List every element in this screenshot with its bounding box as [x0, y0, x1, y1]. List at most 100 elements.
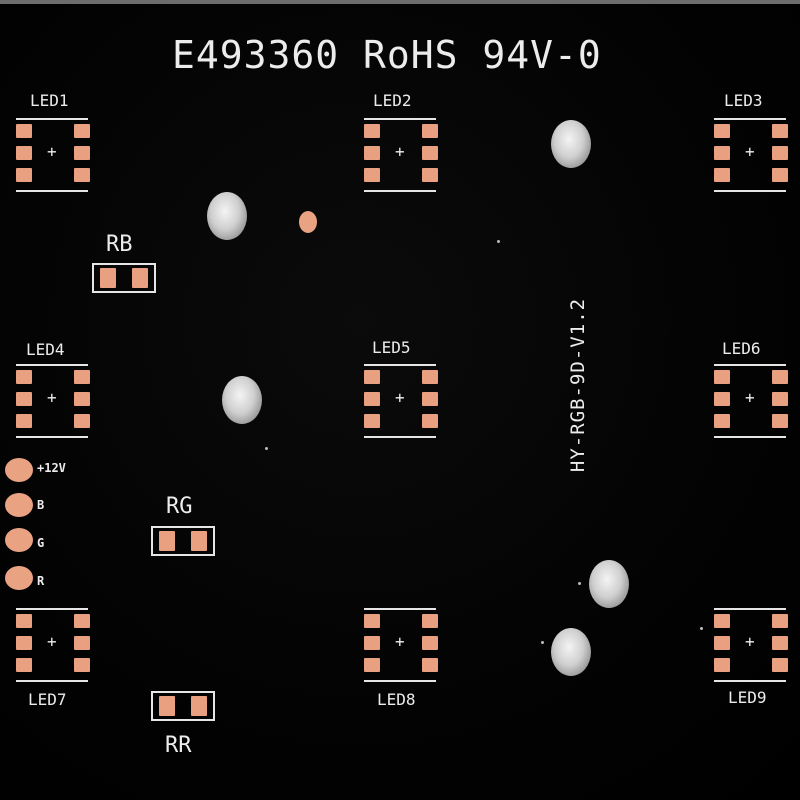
led-pad — [364, 168, 380, 182]
led-pad — [772, 392, 788, 406]
led-outline — [364, 608, 436, 682]
led-pad — [714, 146, 730, 160]
led-pad — [364, 146, 380, 160]
led-pad — [74, 392, 90, 406]
resistor-label: RR — [165, 733, 192, 758]
led-pad — [714, 614, 730, 628]
led-label: LED1 — [30, 91, 69, 110]
polarity-mark: + — [395, 388, 405, 407]
led-pad — [714, 658, 730, 672]
signal-pad-b — [5, 493, 33, 517]
led-pad — [772, 414, 788, 428]
polarity-mark: + — [395, 142, 405, 161]
led-pad — [422, 392, 438, 406]
led-pad — [74, 168, 90, 182]
led-pad — [772, 370, 788, 384]
led-footprint-6: + — [712, 364, 790, 438]
led-label: LED3 — [724, 91, 763, 110]
led-outline — [714, 364, 786, 438]
led-pad — [74, 658, 90, 672]
mounting-hole — [589, 560, 629, 608]
mounting-hole — [551, 120, 591, 168]
polarity-mark: + — [47, 142, 57, 161]
led-pad — [422, 614, 438, 628]
led-pad — [772, 614, 788, 628]
led-pad — [364, 636, 380, 650]
led-pad — [16, 658, 32, 672]
led-pad — [772, 168, 788, 182]
led-outline — [16, 608, 88, 682]
power-pad-label: +12V — [37, 461, 66, 475]
mounting-hole — [207, 192, 247, 240]
led-pad — [16, 614, 32, 628]
led-pad — [422, 658, 438, 672]
led-pad — [16, 370, 32, 384]
led-pad — [74, 636, 90, 650]
led-pad — [16, 392, 32, 406]
led-outline — [364, 118, 436, 192]
resistor-label: RG — [166, 494, 193, 519]
surface-dot — [497, 240, 500, 243]
mounting-hole — [551, 628, 591, 676]
led-pad — [422, 124, 438, 138]
resistor-pad — [132, 268, 148, 288]
power-pad-label: B — [37, 498, 45, 512]
surface-dot — [265, 447, 268, 450]
led-pad — [422, 414, 438, 428]
led-pad — [422, 168, 438, 182]
polarity-mark: + — [745, 632, 755, 651]
resistor-pad — [191, 531, 207, 551]
resistor-label: RB — [106, 232, 133, 257]
resistor-footprint-rg — [151, 526, 215, 556]
via-pad — [299, 211, 317, 233]
led-pad — [74, 124, 90, 138]
led-pad — [714, 168, 730, 182]
led-pad — [74, 370, 90, 384]
surface-dot — [578, 582, 581, 585]
led-pad — [714, 392, 730, 406]
led-footprint-9: + — [712, 608, 790, 682]
resistor-pad — [159, 696, 175, 716]
led-outline — [16, 118, 88, 192]
led-pad — [364, 124, 380, 138]
led-pad — [364, 614, 380, 628]
led-footprint-5: + — [362, 364, 440, 438]
surface-dot — [700, 627, 703, 630]
led-pad — [422, 370, 438, 384]
resistor-footprint-rb — [92, 263, 156, 293]
led-footprint-2: + — [362, 118, 440, 192]
led-pad — [16, 146, 32, 160]
led-pad — [772, 658, 788, 672]
led-footprint-4: + — [14, 364, 92, 438]
board-marking: E493360 RoHS 94V-0 — [172, 33, 602, 77]
led-pad — [714, 414, 730, 428]
led-pad — [364, 414, 380, 428]
led-pad — [364, 392, 380, 406]
polarity-mark: + — [47, 388, 57, 407]
led-pad — [772, 124, 788, 138]
signal-pad-r — [5, 566, 33, 590]
led-label: LED6 — [722, 339, 761, 358]
power-pad-label: R — [37, 574, 45, 588]
led-pad — [714, 124, 730, 138]
led-label: LED7 — [28, 690, 67, 709]
resistor-pad — [191, 696, 207, 716]
led-footprint-3: + — [712, 118, 790, 192]
led-label: LED2 — [373, 91, 412, 110]
led-footprint-1: + — [14, 118, 92, 192]
led-pad — [74, 614, 90, 628]
mounting-hole — [222, 376, 262, 424]
resistor-pad — [100, 268, 116, 288]
signal-pad-g — [5, 528, 33, 552]
led-pad — [16, 168, 32, 182]
power-pad — [5, 458, 33, 482]
polarity-mark: + — [745, 388, 755, 407]
polarity-mark: + — [745, 142, 755, 161]
led-label: LED5 — [372, 338, 411, 357]
polarity-mark: + — [47, 632, 57, 651]
led-pad — [16, 636, 32, 650]
led-pad — [364, 370, 380, 384]
board-id: HY-RGB-9D-V1.2 — [567, 297, 589, 473]
power-pad-label: G — [37, 536, 45, 550]
led-outline — [714, 118, 786, 192]
